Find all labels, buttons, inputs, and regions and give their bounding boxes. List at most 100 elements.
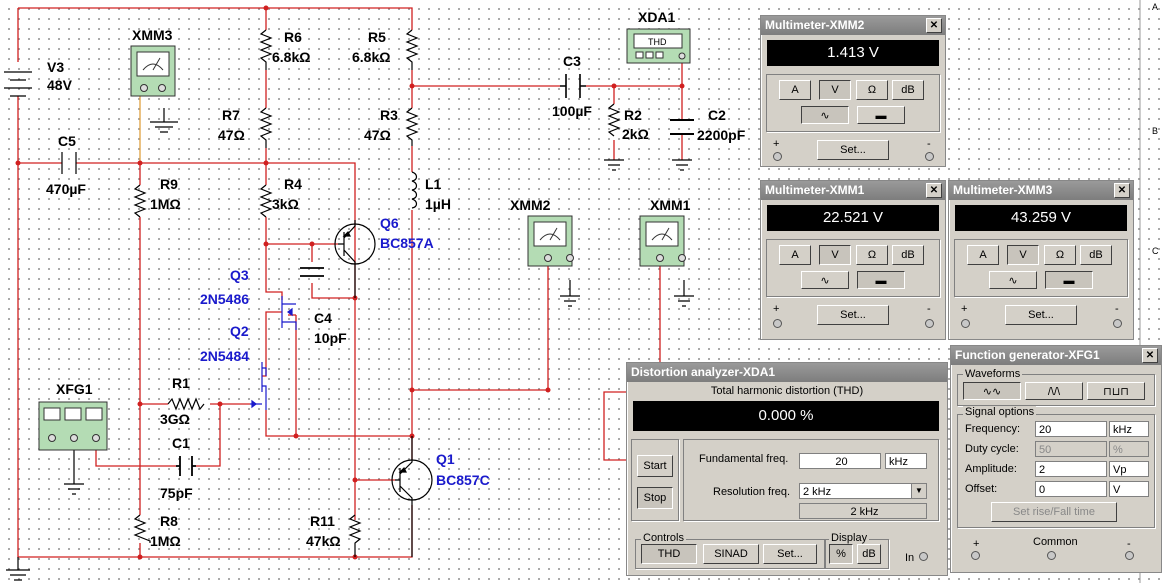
ohms-button[interactable]: Ω bbox=[1044, 245, 1076, 265]
negative-terminal[interactable] bbox=[1113, 319, 1122, 328]
amplitude-input[interactable]: 2 bbox=[1035, 461, 1107, 477]
offset-unit[interactable]: V bbox=[1109, 481, 1149, 497]
common-terminal[interactable] bbox=[1047, 551, 1056, 560]
dc-button[interactable]: ▬ bbox=[857, 106, 905, 124]
xmm3-instrument[interactable] bbox=[130, 45, 176, 97]
ac-button[interactable]: ∿ bbox=[989, 271, 1037, 289]
xfg1-instrument[interactable] bbox=[38, 401, 108, 451]
ohms-button[interactable]: Ω bbox=[856, 245, 888, 265]
db-button[interactable]: dB bbox=[1080, 245, 1112, 265]
ac-button[interactable]: ∿ bbox=[801, 106, 849, 124]
plus-sign: + bbox=[773, 303, 780, 315]
amps-button[interactable]: A bbox=[967, 245, 999, 265]
db-button[interactable]: dB bbox=[892, 80, 924, 100]
xmm3-label: XMM3 bbox=[132, 27, 173, 43]
q2-name: Q2 bbox=[230, 323, 249, 339]
xda1-face: THD bbox=[648, 37, 667, 47]
r1-symbol bbox=[167, 397, 205, 411]
xmm2-instrument[interactable] bbox=[527, 215, 574, 267]
positive-terminal[interactable] bbox=[971, 551, 980, 560]
r4-value: 3kΩ bbox=[272, 196, 299, 212]
sinad-button[interactable]: SINAD bbox=[703, 544, 759, 564]
ac-button[interactable]: ∿ bbox=[801, 271, 849, 289]
start-button[interactable]: Start bbox=[637, 455, 673, 477]
title-bar[interactable]: Multimeter-XMM3✕ bbox=[949, 181, 1133, 200]
ground-xfg1 bbox=[64, 450, 84, 495]
title-bar[interactable]: Distortion analyzer-XDA1 bbox=[627, 363, 947, 382]
r11-value: 47kΩ bbox=[306, 533, 341, 549]
close-button[interactable]: ✕ bbox=[926, 183, 942, 198]
title-bar[interactable]: Multimeter-XMM2✕ bbox=[761, 16, 945, 35]
xda1-instrument[interactable] bbox=[626, 28, 691, 64]
mode-group bbox=[766, 74, 940, 132]
volts-button[interactable]: V bbox=[819, 80, 851, 100]
xda1-label: XDA1 bbox=[638, 9, 676, 25]
dc-button[interactable]: ▬ bbox=[857, 271, 905, 289]
offset-input[interactable]: 0 bbox=[1035, 481, 1107, 497]
dc-line-icon: ▬ bbox=[875, 275, 887, 287]
q1-value: BC857C bbox=[436, 472, 490, 488]
reading-display: 22.521 V bbox=[767, 205, 939, 231]
duty-cycle-input[interactable]: 50 bbox=[1035, 441, 1107, 457]
negative-terminal[interactable] bbox=[925, 319, 934, 328]
fundamental-input[interactable]: 20 bbox=[799, 453, 881, 469]
ohms-button[interactable]: Ω bbox=[856, 80, 888, 100]
frequency-input[interactable]: 20 bbox=[1035, 421, 1107, 437]
r2-name: R2 bbox=[624, 107, 642, 123]
negative-terminal[interactable] bbox=[1125, 551, 1134, 560]
set-button[interactable]: Set... bbox=[763, 544, 817, 564]
ruler-a: A bbox=[1152, 2, 1158, 12]
negative-terminal[interactable] bbox=[925, 152, 934, 161]
triangle-wave-button[interactable]: /\/\ bbox=[1025, 382, 1083, 400]
multimeter-xmm3-window[interactable]: Multimeter-XMM3✕ 43.259 V A V Ω dB ∿ ▬ S… bbox=[948, 180, 1134, 340]
distortion-analyzer-window[interactable]: Distortion analyzer-XDA1 Total harmonic … bbox=[626, 362, 948, 576]
dropdown-arrow-icon[interactable]: ▼ bbox=[911, 484, 926, 498]
volts-button[interactable]: V bbox=[1007, 245, 1039, 265]
db-button[interactable]: dB bbox=[857, 544, 881, 564]
triangle-wave-icon: /\/\ bbox=[1047, 386, 1061, 398]
positive-terminal[interactable] bbox=[961, 319, 970, 328]
amps-button[interactable]: A bbox=[779, 80, 811, 100]
set-rise-fall-button[interactable]: Set rise/Fall time bbox=[991, 502, 1117, 522]
multimeter-xmm1-window[interactable]: Multimeter-XMM1 ✕ 22.521 V A V Ω dB ∿ ▬ S… bbox=[760, 180, 946, 340]
function-generator-window[interactable]: Function generator-XFG1✕ Waveforms ∿∿ /\… bbox=[950, 345, 1162, 573]
thd-display: 0.000 % bbox=[633, 401, 939, 431]
dc-button[interactable]: ▬ bbox=[1045, 271, 1093, 289]
frequency-unit[interactable]: kHz bbox=[1109, 421, 1149, 437]
title-bar[interactable]: Multimeter-XMM1 ✕ bbox=[761, 181, 945, 200]
set-button[interactable]: Set... bbox=[817, 140, 889, 160]
square-wave-button[interactable]: ⊓⊔⊓ bbox=[1087, 382, 1145, 400]
r8-name: R8 bbox=[160, 513, 178, 529]
db-button[interactable]: dB bbox=[892, 245, 924, 265]
close-button[interactable]: ✕ bbox=[926, 18, 942, 33]
xmm1-instrument[interactable] bbox=[639, 215, 686, 267]
volts-button[interactable]: V bbox=[819, 245, 851, 265]
resolution-select[interactable]: 2 kHz▼ bbox=[799, 483, 927, 499]
fundamental-unit[interactable]: kHz bbox=[885, 453, 927, 469]
duty-cycle-unit[interactable]: % bbox=[1109, 441, 1149, 457]
positive-terminal[interactable] bbox=[773, 152, 782, 161]
sine-wave-button[interactable]: ∿∿ bbox=[963, 382, 1021, 400]
close-button[interactable]: ✕ bbox=[1114, 183, 1130, 198]
window-title: Multimeter-XMM1 bbox=[765, 183, 865, 197]
c3-value: 100µF bbox=[552, 103, 592, 119]
r5-value: 6.8kΩ bbox=[352, 49, 390, 65]
input-terminal[interactable] bbox=[919, 552, 928, 561]
ground-xmm1 bbox=[674, 280, 694, 307]
frequency-label: Frequency: bbox=[965, 423, 1021, 435]
multimeter-xmm2-window[interactable]: Multimeter-XMM2✕ 1.413 V A V Ω dB ∿ ▬ Se… bbox=[760, 15, 946, 167]
close-button[interactable]: ✕ bbox=[1142, 348, 1158, 363]
thd-button[interactable]: THD bbox=[641, 544, 697, 564]
r7-symbol bbox=[259, 107, 273, 148]
amplitude-unit[interactable]: Vp bbox=[1109, 461, 1149, 477]
title-bar[interactable]: Function generator-XFG1✕ bbox=[951, 346, 1161, 365]
set-button[interactable]: Set... bbox=[817, 305, 889, 325]
sine-wave-icon: ∿∿ bbox=[982, 386, 1002, 398]
positive-terminal[interactable] bbox=[773, 319, 782, 328]
percent-button[interactable]: % bbox=[829, 544, 853, 564]
stop-button[interactable]: Stop bbox=[637, 487, 673, 509]
set-button[interactable]: Set... bbox=[1005, 305, 1077, 325]
amps-button[interactable]: A bbox=[779, 245, 811, 265]
c5-symbol bbox=[61, 152, 77, 174]
